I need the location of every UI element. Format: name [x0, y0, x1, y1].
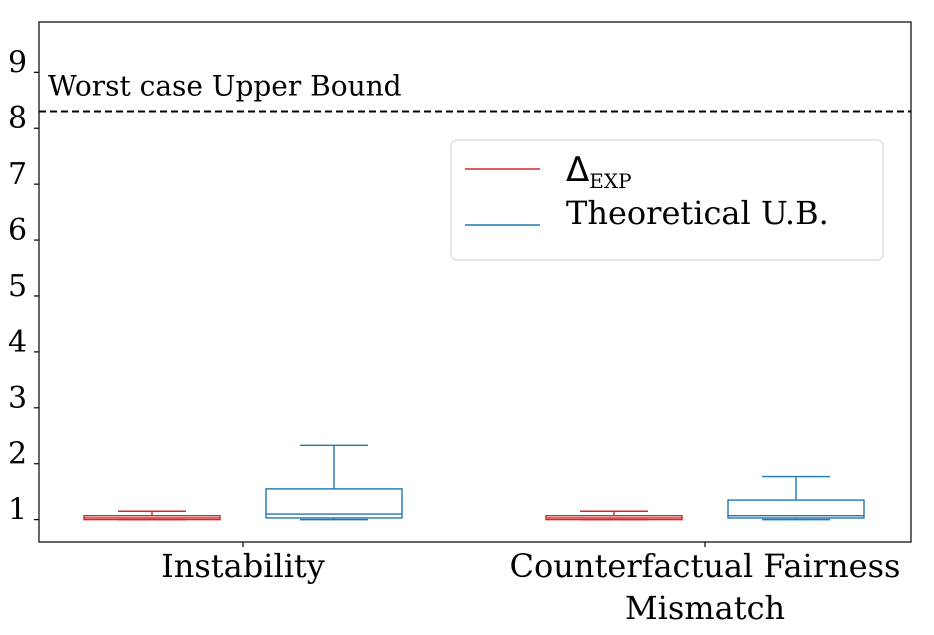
upper-bound-label: Worst case Upper Bound: [48, 69, 402, 102]
y-tick-label-2: 2: [8, 437, 27, 472]
y-tick-label-7: 7: [8, 157, 27, 192]
box-marks: [83, 444, 865, 521]
x-tick-label-line: Instability: [161, 547, 325, 585]
legend-label-theoretical-ub: Theoretical U.B.: [566, 194, 829, 232]
legend-delta-symbol: Δ: [566, 150, 589, 190]
box-delta_exp-0: [83, 510, 221, 521]
legend-label-delta-exp: ΔEXP: [566, 150, 632, 193]
upper-bound-layer: Worst case Upper Bound: [39, 69, 911, 113]
box-delta_exp-1: [545, 510, 683, 521]
y-axis: 1 2 3 4 5 6 7 8 9: [8, 45, 39, 528]
legend-delta-subscript: EXP: [589, 169, 631, 193]
y-tick-label-1: 1: [8, 493, 27, 528]
legend: ΔEXP Theoretical U.B.: [450, 139, 884, 261]
y-tick-label-8: 8: [8, 101, 27, 136]
box-theoretical_ub-0: [265, 444, 403, 521]
y-tick-label-9: 9: [8, 45, 27, 80]
y-tick-label-6: 6: [8, 213, 27, 248]
box-theoretical_ub-1: [727, 475, 865, 521]
legend-frame: [450, 139, 884, 261]
y-tick-label-5: 5: [8, 269, 27, 304]
plot-area-frame: [38, 21, 912, 543]
x-tick-label-0: Instability: [161, 547, 325, 585]
x-tick-label-line: Counterfactual Fairness: [510, 547, 901, 585]
y-tick-label-4: 4: [8, 325, 27, 360]
x-tick-label-line: Mismatch: [625, 589, 785, 627]
y-tick-label-3: 3: [8, 381, 27, 416]
